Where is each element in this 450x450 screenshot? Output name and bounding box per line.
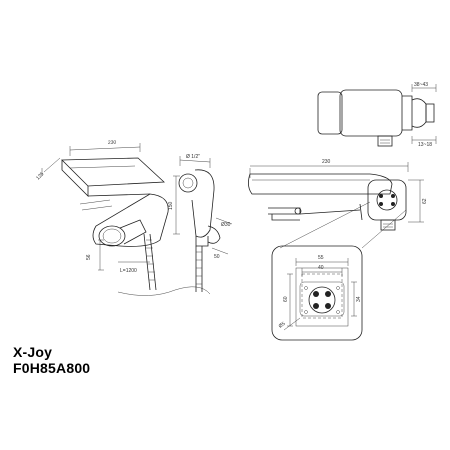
dim-detail-inner: 40 — [318, 265, 324, 271]
model-code: F0H85A800 — [13, 360, 91, 376]
dim-width: 230 — [108, 140, 117, 146]
dim-detail-height-outer: 60 — [283, 296, 289, 302]
dim-depth: 125 — [35, 171, 45, 181]
dim-side-width: 230 — [322, 159, 331, 165]
dim-hand-body: Ø30 — [221, 222, 231, 228]
dim-side-height: 62 — [422, 198, 428, 204]
dim-detail-hole: Ø5 — [278, 321, 287, 330]
dim-hand-width: 50 — [214, 254, 220, 260]
hand-shower-view: Ø 1/2" 150 Ø30 50 — [168, 154, 233, 292]
dim-detail-height-inner: 34 — [356, 296, 362, 302]
title-block: X-Joy F0H85A800 — [13, 344, 90, 376]
product-line-title: X-Joy — [13, 344, 53, 360]
dim-detail-outer: 55 — [318, 255, 324, 261]
dim-height: 56 — [86, 254, 92, 260]
dim-top-pipe: 13~18 — [418, 142, 432, 148]
dim-top-depth: 38~43 — [414, 82, 428, 88]
dim-hand-length: 150 — [168, 201, 174, 210]
dim-hose-length: L=1200 — [120, 268, 137, 274]
perspective-view: 230 125 56 L=1200 — [35, 140, 211, 296]
side-view: 230 62 — [248, 159, 428, 249]
top-view: 38~43 13~18 — [317, 82, 437, 148]
dim-hand-diameter: Ø 1/2" — [186, 154, 200, 160]
detail-view: 55 40 60 34 Ø5 — [271, 245, 363, 341]
